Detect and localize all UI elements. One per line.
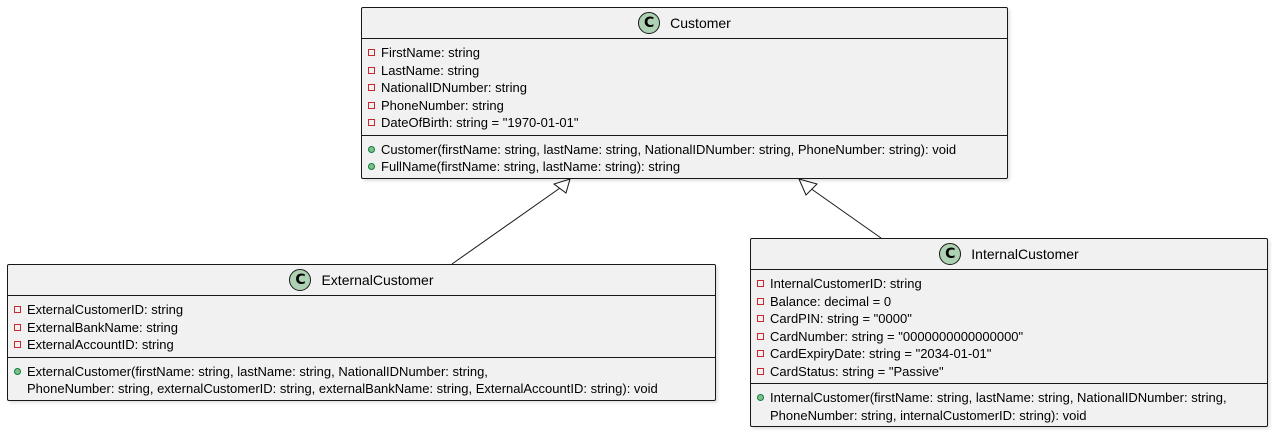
- private-visibility-icon: [757, 332, 764, 340]
- private-visibility-icon: [757, 350, 764, 357]
- private-visibility-icon: [368, 49, 375, 56]
- attribute-row: PhoneNumber: string: [368, 97, 1001, 115]
- private-visibility-icon: [368, 84, 375, 91]
- methods-section: Customer(firstName: string, lastName: st…: [362, 136, 1007, 180]
- public-visibility-icon: [14, 367, 21, 375]
- attribute-row: CardNumber: string = "0000000000000000": [757, 328, 1261, 346]
- class-name: ExternalCustomer: [321, 272, 434, 288]
- public-visibility-icon: [368, 163, 375, 170]
- class-icon: C: [939, 243, 962, 265]
- private-visibility-icon: [368, 66, 375, 74]
- class-name: InternalCustomer: [971, 246, 1079, 262]
- class-customer[interactable]: C Customer FirstName: string LastName: s…: [361, 7, 1008, 179]
- class-header: C InternalCustomer: [751, 239, 1267, 270]
- attribute-row: CardExpiryDate: string = "2034-01-01": [757, 345, 1261, 363]
- private-visibility-icon: [14, 323, 21, 331]
- methods-section: InternalCustomer(firstName: string, last…: [751, 384, 1267, 428]
- methods-section: ExternalCustomer(firstName: string, last…: [8, 358, 715, 402]
- class-header: C ExternalCustomer: [8, 265, 715, 296]
- attribute-row: ExternalCustomerID: string: [14, 301, 709, 319]
- private-visibility-icon: [757, 297, 764, 305]
- inheritance-line-internal: [809, 187, 882, 239]
- attribute-row: CardPIN: string = "0000": [757, 310, 1261, 328]
- private-visibility-icon: [757, 315, 764, 322]
- attribute-row: CardStatus: string = "Passive": [757, 363, 1261, 381]
- attribute-row: InternalCustomerID: string: [757, 275, 1261, 293]
- method-row: InternalCustomer(firstName: string, last…: [757, 389, 1261, 407]
- class-header: C Customer: [362, 8, 1007, 39]
- method-row: FullName(firstName: string, lastName: st…: [368, 158, 1001, 176]
- attributes-section: InternalCustomerID: string Balance: deci…: [751, 270, 1267, 384]
- attribute-row: ExternalAccountID: string: [14, 336, 709, 354]
- attribute-row: ExternalBankName: string: [14, 319, 709, 337]
- private-visibility-icon: [368, 101, 375, 109]
- class-icon: C: [289, 269, 312, 291]
- inheritance-line-external: [451, 187, 561, 265]
- attribute-row: LastName: string: [368, 62, 1001, 80]
- attribute-row: Balance: decimal = 0: [757, 293, 1261, 311]
- private-visibility-icon: [14, 341, 21, 348]
- class-icon: C: [638, 12, 661, 34]
- method-row: Customer(firstName: string, lastName: st…: [368, 141, 1001, 159]
- inheritance-arrowhead-internal: [798, 178, 818, 196]
- attribute-row: NationalIDNumber: string: [368, 79, 1001, 97]
- private-visibility-icon: [757, 367, 764, 375]
- attributes-section: ExternalCustomerID: string ExternalBankN…: [8, 296, 715, 358]
- private-visibility-icon: [14, 306, 21, 313]
- method-row-continuation: PhoneNumber: string, externalCustomerID:…: [27, 381, 658, 396]
- public-visibility-icon: [757, 394, 764, 401]
- inheritance-arrowhead-external: [552, 178, 571, 194]
- method-row: ExternalCustomer(firstName: string, last…: [14, 363, 709, 381]
- private-visibility-icon: [368, 119, 375, 126]
- class-external-customer[interactable]: C ExternalCustomer ExternalCustomerID: s…: [7, 264, 716, 401]
- attribute-row: FirstName: string: [368, 44, 1001, 62]
- method-row-continuation: PhoneNumber: string, internalCustomerID:…: [770, 407, 1087, 423]
- class-name: Customer: [670, 15, 731, 31]
- private-visibility-icon: [757, 280, 764, 287]
- public-visibility-icon: [368, 145, 375, 153]
- attribute-row: DateOfBirth: string = "1970-01-01": [368, 114, 1001, 132]
- class-internal-customer[interactable]: C InternalCustomer InternalCustomerID: s…: [750, 238, 1268, 427]
- attributes-section: FirstName: string LastName: string Natio…: [362, 39, 1007, 136]
